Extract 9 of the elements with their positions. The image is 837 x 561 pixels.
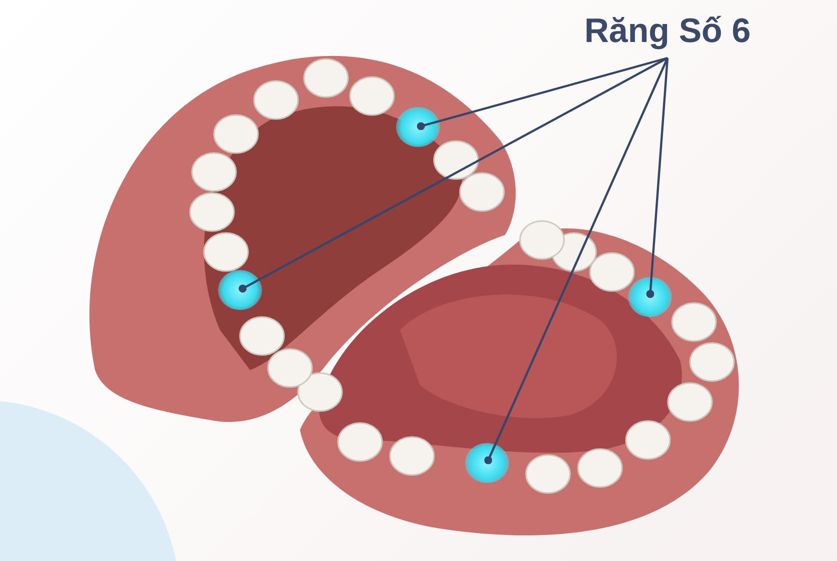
highlighted-tooth xyxy=(218,270,262,310)
leader-line xyxy=(238,57,668,293)
leader-line xyxy=(484,58,668,464)
highlighted-tooth xyxy=(628,277,672,317)
highlighted-tooth xyxy=(396,107,440,147)
callout-label: Răng Số 6 xyxy=(555,12,780,58)
highlighted-tooth xyxy=(465,443,509,483)
leader-line xyxy=(416,56,668,130)
leader-line xyxy=(646,58,669,298)
